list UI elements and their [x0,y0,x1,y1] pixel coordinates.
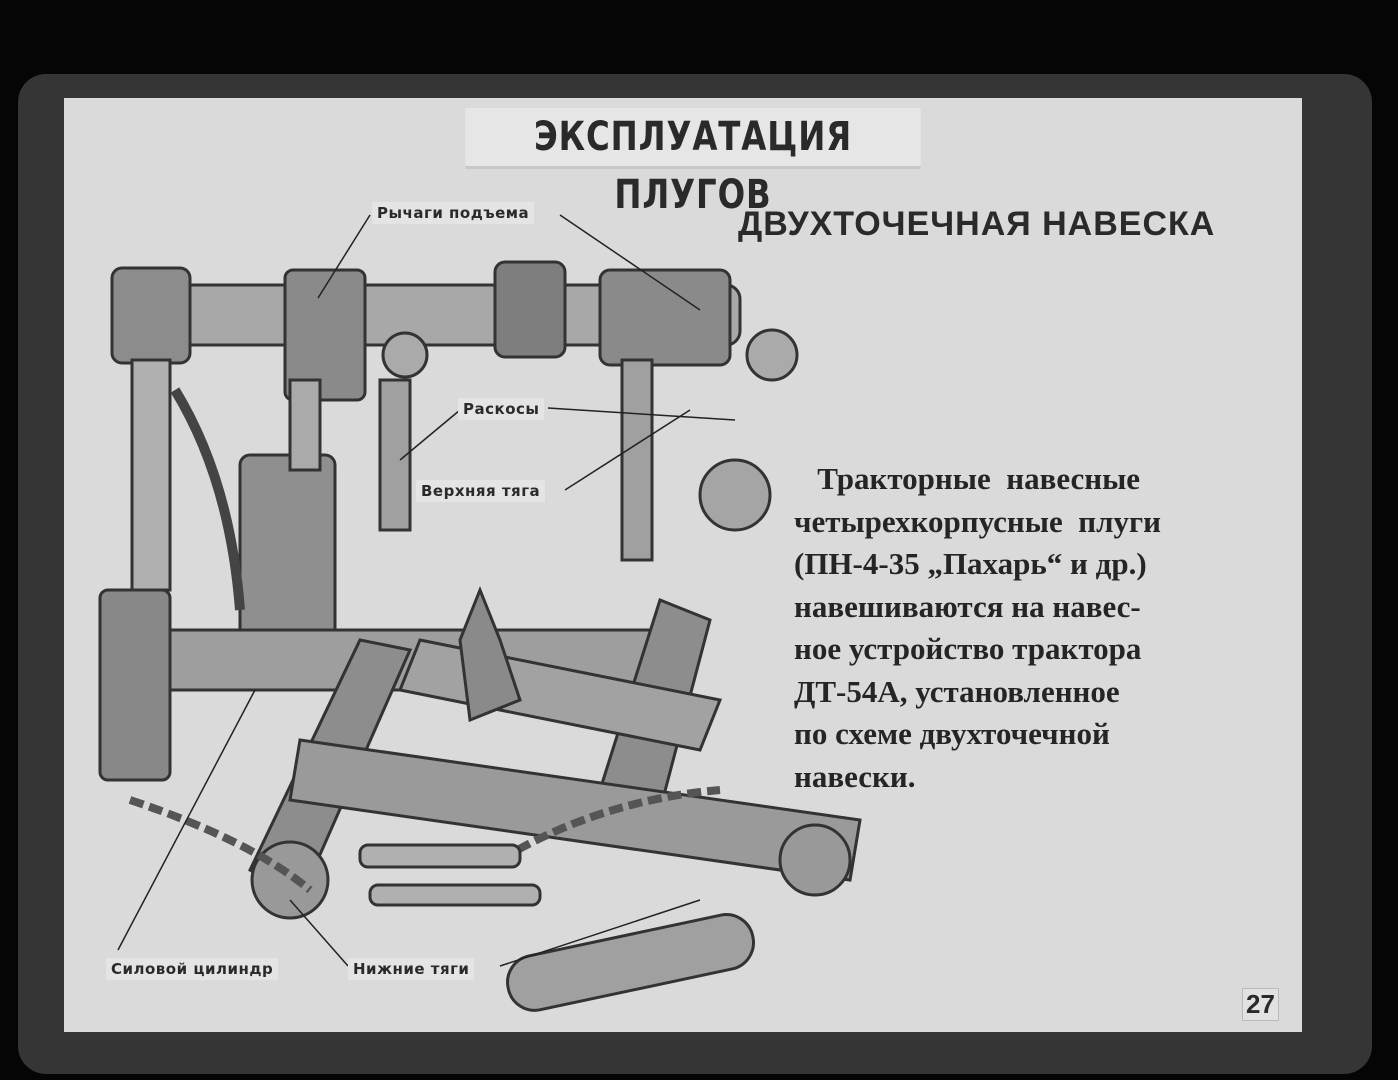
label-braces: Раскосы [458,398,545,420]
paragraph-line: навешиваются на навес- [794,588,1141,624]
leader-lines [117,214,736,967]
axle-detail [506,913,755,1012]
paragraph-line: ное устройство трактора [794,631,1142,666]
brace-right [620,358,654,562]
lift-lever-left [283,268,367,402]
paragraph-line: четырехкорпусные плуги [794,503,1161,539]
paragraph-line: (ПН-4-35 „Пахарь“ и др.) [794,546,1147,581]
slide-title: ЭКСПЛУАТАЦИЯ ПЛУГОВ [465,108,921,218]
lift-lever-right [598,268,732,367]
paragraph-line: Тракторные навесные [794,461,1141,496]
label-lift-levers: Рычаги подъема [372,202,535,224]
label-upper-link: Верхняя тяга [416,480,546,502]
slide-subtitle: ДВУХТОЧЕЧНАЯ НАВЕСКА [738,205,1216,243]
paragraph-line: по схеме двухточечной [794,716,1110,751]
page-number: 27 [1242,988,1279,1021]
label-power-cylinder: Силовой цилиндр [106,958,279,980]
label-lower-links: Нижние тяги [348,958,475,980]
brace-left [378,378,412,532]
description-paragraph: Тракторные навесные четырехкорпусные плу… [794,458,1274,798]
paragraph-line: ДТ-54А, установленное [794,673,1120,709]
paragraph-line: навески. [794,758,916,794]
